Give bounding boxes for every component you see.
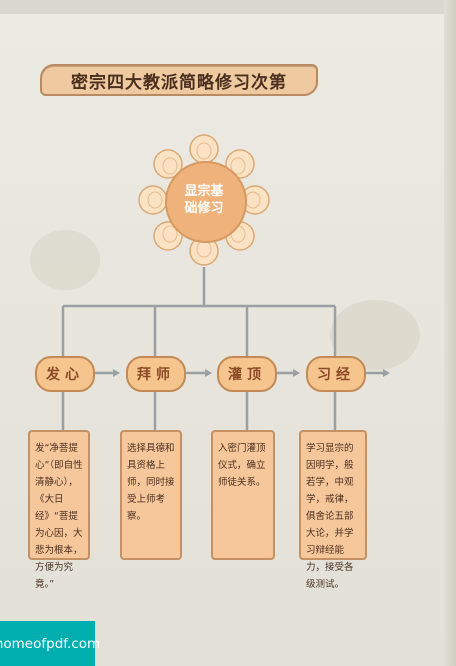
page-title: 密宗四大教派简略修习次第 [71,72,287,93]
title-banner: 密宗四大教派简略修习次第 [40,64,318,96]
step-bai-shi: 拜师 [126,356,186,392]
card-xi-jing: 学习显宗的因明学，般若学，中观学，戒律，俱舍论五部大论，并学习辩经能力，接受各级… [299,430,367,590]
page-binding-edge [444,0,456,666]
watermark-badge: homeofpdf.com [0,621,100,666]
flow-arrow-heads [113,369,390,377]
arrow-right-icon [113,369,120,377]
arrow-right-icon [293,369,300,377]
arrow-right-icon [205,369,212,377]
center-disc [165,161,247,243]
lotus-flower-icon [138,134,270,266]
card-bai-shi: 选择具德和具资格上师，同时接受上师考察。 [120,430,182,560]
page-top-shadow [0,0,456,14]
paper-stain [30,230,100,290]
step-xi-jing: 习经 [306,356,366,392]
arrow-right-icon [383,369,390,377]
step-guan-ding: 灌顶 [217,356,277,392]
step-fa-xin: 发心 [35,356,95,392]
center-node-label: 显宗基 础修习 [184,184,224,216]
card-fa-xin: 发“净菩提心”（即自性清静心），《大日经》“菩提为心因，大悲为根本，方便为究竟。… [28,430,90,590]
card-guan-ding: 入密门灌顶仪式，确立师徒关系。 [211,430,275,560]
